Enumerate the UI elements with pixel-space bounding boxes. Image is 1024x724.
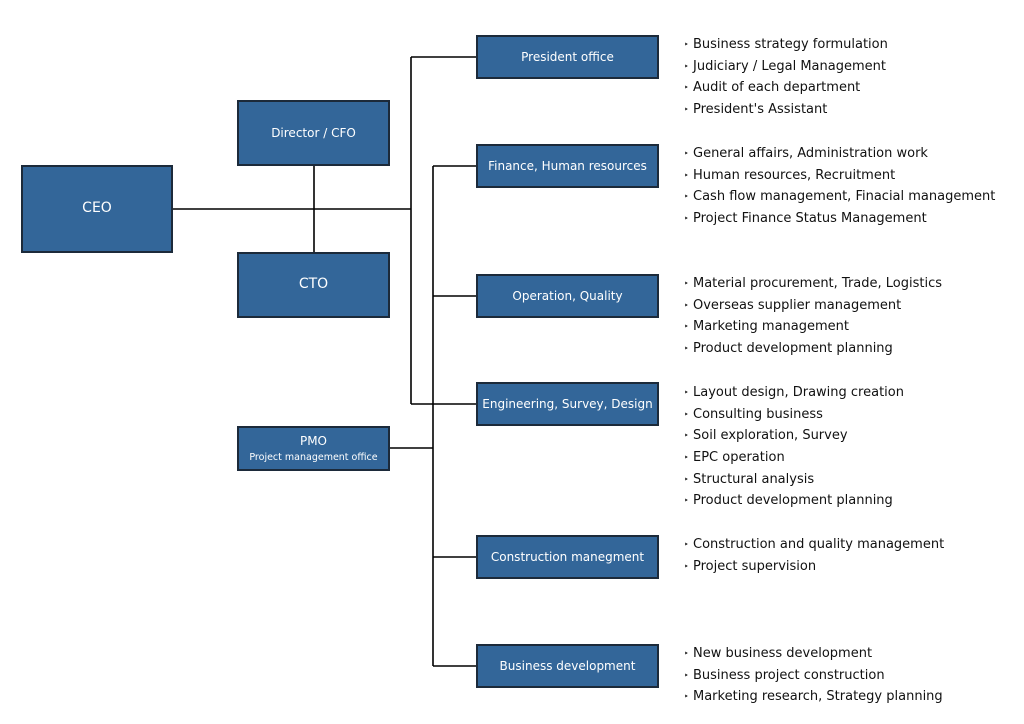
department-box: President office: [476, 35, 659, 79]
bullet-icon: ‣: [684, 170, 689, 180]
duty-list: ‣Material procurement, Trade, Logistics‣…: [684, 273, 942, 360]
bullet-icon: ‣: [684, 61, 689, 71]
bullet-icon: ‣: [684, 649, 689, 658]
department-label: Operation, Quality: [512, 288, 623, 303]
department-box: Engineering, Survey, Design: [476, 382, 659, 426]
bullet-icon: ‣: [684, 388, 689, 397]
duty-item: ‣ Construction and quality management: [684, 534, 944, 556]
cto-label: CTO: [298, 276, 329, 293]
duty-item: ‣ Project Finance Status Management: [684, 208, 995, 230]
department-box: Operation, Quality: [476, 274, 659, 318]
bullet-icon: ‣: [684, 279, 689, 288]
duty-item: ‣ Cash flow management, Finacial manageme…: [684, 186, 995, 208]
duty-text: Marketing research, Strategy planning: [693, 689, 943, 705]
ceo-box: CEO: [21, 165, 173, 253]
duty-item: ‣ Product development planning: [684, 490, 904, 512]
duty-text: Human resources, Recruitment: [693, 167, 896, 183]
bullet-icon: ‣: [684, 496, 689, 506]
duty-text: Structural analysis: [693, 471, 815, 487]
duty-text: Product development planning: [693, 493, 893, 509]
duty-list: ‣ Construction and quality management ‣ Pro…: [684, 534, 944, 577]
bullet-icon: ‣: [684, 561, 689, 571]
cto-box: CTO: [237, 252, 390, 318]
pmo-box: PMO Project management office: [237, 426, 390, 471]
duty-text: Project Finance Status Management: [693, 211, 927, 227]
duty-text: Soil exploration, Survey: [693, 428, 848, 444]
bullet-icon: ‣: [684, 453, 689, 463]
duty-list: ‣ Business strategy formulation ‣ Judiciary…: [684, 34, 888, 121]
bullet-icon: ‣: [684, 474, 689, 484]
duty-text: Project supervision: [693, 558, 817, 574]
duty-item: ‣ Layout design, Drawing creation: [684, 382, 904, 404]
duty-item: ‣ Judiciary / Legal Management: [684, 56, 888, 78]
duty-list: ‣ Layout design, Drawing creation ‣ Consult…: [684, 382, 904, 512]
duty-text: Construction and quality management: [693, 537, 945, 552]
bullet-icon: ‣: [684, 40, 689, 49]
director-cfo-label: Director / CFO: [271, 125, 356, 140]
department-box: Business development: [476, 644, 659, 688]
duty-item: ‣ Marketing management: [684, 316, 942, 338]
department-label: Business development: [499, 658, 636, 673]
duty-text: General affairs, Administration work: [693, 146, 928, 161]
duty-item: ‣ Project supervision: [684, 556, 944, 578]
duty-text: Judiciary / Legal Management: [693, 58, 886, 74]
department-label: Finance, Human resources: [488, 158, 647, 173]
duty-item: ‣ Structural analysis: [684, 469, 904, 491]
duty-item: ‣ Consulting business: [684, 404, 904, 426]
duty-item: ‣ General affairs, Administration work: [684, 143, 995, 165]
bullet-icon: ‣: [684, 409, 689, 419]
duty-text: Layout design, Drawing creation: [693, 385, 904, 400]
bullet-icon: ‣: [684, 670, 689, 680]
duty-item: ‣ Business strategy formulation: [684, 34, 888, 56]
duty-item: ‣ Business project construction: [684, 665, 943, 687]
duty-text: Product development planning: [693, 341, 893, 357]
bullet-icon: ‣: [684, 149, 689, 158]
bullet-icon: ‣: [684, 105, 689, 115]
bullet-icon: ‣: [684, 300, 689, 310]
bullet-icon: ‣: [684, 692, 689, 702]
department-box: Finance, Human resources: [476, 144, 659, 188]
duty-text: President's Assistant: [693, 102, 828, 118]
duty-text: Material procurement, Trade, Logistics: [693, 276, 943, 291]
duty-item: ‣ New business development: [684, 643, 943, 665]
ceo-label: CEO: [82, 200, 112, 217]
bullet-icon: ‣: [684, 83, 689, 93]
duty-list: ‣ General affairs, Administration work ‣ Hu…: [684, 143, 995, 230]
bullet-icon: ‣: [684, 431, 689, 441]
duty-text: EPC operation: [693, 450, 785, 466]
duty-text: New business development: [693, 646, 873, 661]
duty-item: ‣ Audit of each department: [684, 77, 888, 99]
bullet-icon: ‣: [684, 192, 689, 202]
duty-item: ‣ Material procurement, Trade, Logistics: [684, 273, 942, 295]
department-label: President office: [521, 49, 614, 64]
director-cfo-box: Director / CFO: [237, 100, 390, 166]
duty-text: Business project construction: [693, 667, 885, 683]
pmo-subtitle: Project management office: [249, 451, 378, 463]
duty-item: ‣ Marketing research, Strategy planning: [684, 686, 943, 708]
duty-text: Audit of each department: [693, 80, 861, 96]
duty-text: Overseas supplier management: [693, 297, 902, 313]
bullet-icon: ‣: [684, 322, 689, 332]
department-label: Engineering, Survey, Design: [482, 396, 653, 411]
duty-item: ‣ Overseas supplier management: [684, 295, 942, 317]
department-label: Construction manegment: [490, 549, 645, 564]
duty-item: ‣ Product development planning: [684, 338, 942, 360]
duty-item: ‣ President's Assistant: [684, 99, 888, 121]
pmo-label: PMO: [299, 433, 328, 448]
duty-text: Consulting business: [693, 406, 823, 422]
duty-text: Cash flow management, Finacial managemen…: [693, 189, 996, 205]
duty-item: ‣ Soil exploration, Survey: [684, 425, 904, 447]
duty-item: ‣ EPC operation: [684, 447, 904, 469]
duty-text: Marketing management: [693, 319, 850, 335]
bullet-icon: ‣: [684, 344, 689, 354]
bullet-icon: ‣: [684, 540, 689, 549]
duty-list: ‣ New business development ‣ Business proje…: [684, 643, 943, 708]
duty-text: Business strategy formulation: [693, 37, 888, 52]
bullet-icon: ‣: [684, 214, 689, 224]
department-box: Construction manegment: [476, 535, 659, 579]
duty-item: ‣ Human resources, Recruitment: [684, 165, 995, 187]
